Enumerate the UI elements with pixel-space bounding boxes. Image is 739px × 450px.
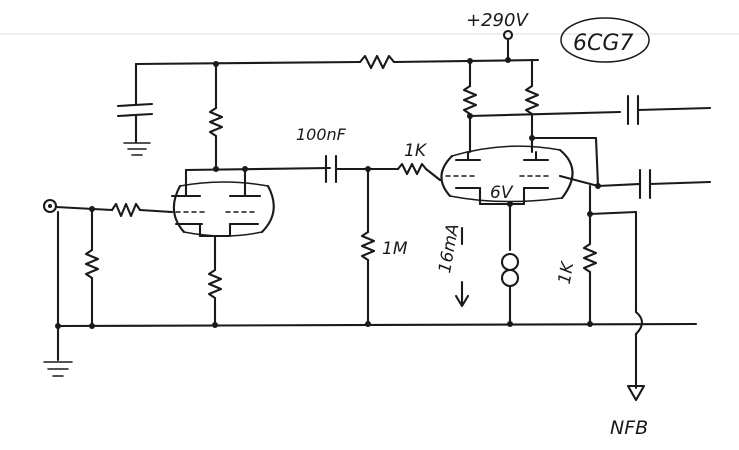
input-cathode-resistor xyxy=(207,234,223,327)
output-plate-resistors xyxy=(462,58,622,189)
feedback-line xyxy=(626,210,646,402)
current-source xyxy=(500,201,520,326)
coupling-cap-label: 100nF xyxy=(296,125,347,144)
tail-resistor-label: 1K xyxy=(555,259,579,286)
supply-rail xyxy=(134,54,540,70)
output-capacitor-upper xyxy=(626,94,712,126)
input-tube xyxy=(167,181,275,238)
grid-stopper-label: 1K xyxy=(404,141,428,161)
tube-type-label: 6CG7 xyxy=(573,31,633,56)
decoupling-capacitor xyxy=(116,62,154,156)
grid-stopper-resistor xyxy=(396,162,442,182)
feedback-label: NFB xyxy=(610,417,648,439)
output-tube xyxy=(440,145,600,206)
cathode-voltage-label: 6V xyxy=(490,183,514,203)
current-arrow xyxy=(454,226,470,308)
coupling-capacitor xyxy=(324,154,400,184)
tube-label-ellipse xyxy=(560,17,650,63)
output-capacitor-lower xyxy=(596,168,712,200)
input-plate-bus xyxy=(184,166,332,198)
tail-resistor xyxy=(582,184,638,326)
input-shunt-resistor xyxy=(84,207,100,328)
supply-label: +290V xyxy=(466,10,529,31)
current-label: 16mA xyxy=(435,222,463,275)
input-jack xyxy=(42,198,174,328)
supply-terminal xyxy=(502,29,514,62)
ground-symbol xyxy=(43,324,73,377)
grid-leak-label: 1M xyxy=(382,239,408,259)
input-plate-resistor xyxy=(208,62,224,170)
grid-leak-resistor xyxy=(360,167,376,326)
ground-bus xyxy=(55,321,698,329)
